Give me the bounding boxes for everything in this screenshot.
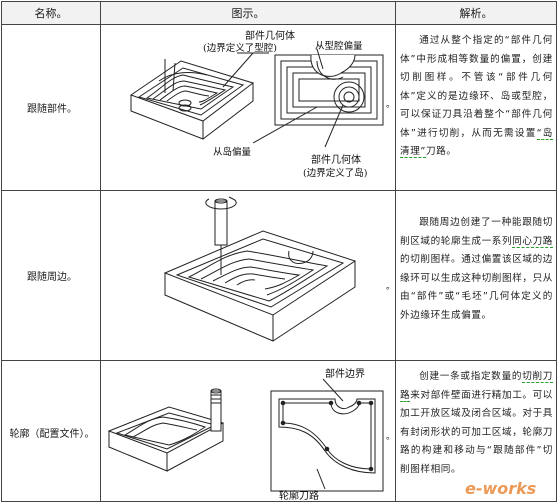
- row-name-follow-periphery: 跟随周边。: [27, 272, 77, 283]
- row-divider-2: [2, 360, 556, 361]
- label-boundary-cavity: (边界定义了型腔): [203, 42, 277, 54]
- figure-follow-periphery: 。: [103, 191, 395, 360]
- label-island-offset: 从岛偏量: [213, 146, 252, 158]
- row-name-follow-part: 跟随部件。: [27, 104, 77, 115]
- figure-follow-part: 部件几何体 (边界定义了型腔) 从型腔偏量 从岛偏量 部件几何体 (边界定义了岛…: [103, 25, 395, 190]
- label-boundary-island: (边界定义了岛): [303, 167, 367, 179]
- label-contour-path: 轮廓刀路: [279, 489, 319, 502]
- row-name-profile: 轮廓（配置文件）。: [9, 428, 95, 440]
- header-analysis: 解析。: [396, 2, 556, 24]
- header-figure: 图示。: [101, 2, 395, 24]
- figure-profile: 部件边界 轮廓刀路 。: [103, 361, 395, 503]
- eworks-watermark-logo: e-works: [461, 474, 549, 500]
- desc-follow-part: 通过从整个指定的“部件几何体”中形成相等数量的偏置，创建切削图样。不管该“部件几…: [400, 35, 553, 158]
- col-divider-2: [395, 2, 396, 501]
- profile-diagram: 部件边界 轮廓刀路 。: [107, 367, 395, 502]
- follow-periphery-diagram: 。: [163, 196, 395, 342]
- watermark-text: e-works: [465, 479, 536, 498]
- label-part-boundary: 部件边界: [325, 367, 365, 380]
- header-name: 名称。: [2, 2, 100, 24]
- desc-follow-periphery: 跟随周边创建了一种能跟随切削区域的轮廓生成一系列同心刀路的切削图样。通过偏置该区…: [400, 217, 553, 321]
- desc-profile: 创建一条或指定数量的切削刀路来对部件壁面进行精加工。可以加工开放区域及闭合区域。…: [400, 371, 553, 475]
- fig-mark: 。: [386, 432, 395, 442]
- row-divider-header: [2, 24, 556, 25]
- label-part-geometry: 部件几何体: [245, 29, 295, 42]
- col-divider-1: [100, 2, 101, 501]
- fig-mark: 。: [386, 100, 395, 110]
- follow-part-diagram: 部件几何体 (边界定义了型腔) 从型腔偏量 从岛偏量 部件几何体 (边界定义了岛…: [129, 29, 395, 179]
- label-part-geometry-2: 部件几何体: [311, 153, 361, 166]
- row-divider-1: [2, 190, 556, 191]
- label-cavity-offset: 从型腔偏量: [315, 40, 363, 52]
- fig-mark: 。: [386, 282, 395, 292]
